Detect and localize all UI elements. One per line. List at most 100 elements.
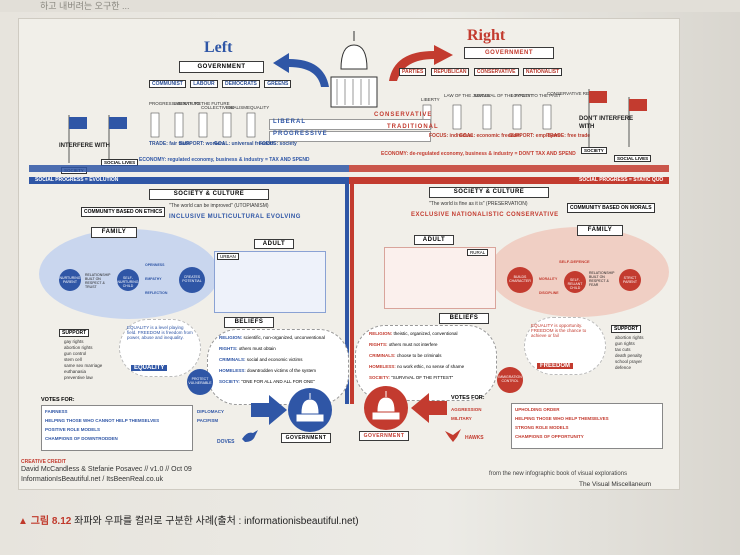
left-government-box: GOVERNMENT	[179, 61, 264, 73]
left-value-3: COLLECTIVISM	[201, 105, 235, 110]
left-value-1: PROGRESSIVE NATURE	[149, 101, 202, 106]
left-tag-greens: GREENS	[264, 80, 292, 88]
right-family-box: FAMILY	[577, 225, 623, 236]
left-social-progress: SOCIAL PROGRESS = EVOLUTION	[35, 177, 119, 183]
right-rural-tag: RURAL	[467, 249, 489, 256]
left-protect-vulnerable: PROTECT VULNERABLE	[188, 377, 212, 385]
right-adult-box: ADULT	[414, 235, 454, 245]
right-arrow-left-icon	[411, 393, 447, 423]
right-belief-row-4: HOMELESS: no work ethic, no sense of sha…	[369, 364, 465, 369]
right-government-box: GOVERNMENT	[464, 47, 554, 59]
left-goal: GOAL: universal freedom	[214, 141, 275, 147]
left-title: Left	[204, 39, 233, 56]
left-doves-label: DOVES	[217, 439, 235, 445]
right-immigration-control: IMMIGRATION CONTROL	[498, 375, 522, 383]
right-pillars	[422, 104, 552, 130]
left-tag-labour: LABOUR	[190, 80, 218, 88]
right-trade: TRADE: free trade	[547, 133, 591, 139]
right-dont-interfere-label: DON'T INTERFERE WITH	[579, 116, 634, 130]
left-society-traits: INCLUSIVE MULTICULTURAL EVOLVING	[169, 214, 301, 220]
credit-from: from the new infographic book of visual …	[489, 471, 628, 477]
right-flags-icon	[588, 89, 647, 147]
hawk-icon	[445, 429, 461, 442]
right-goal: GOAL: economic freedom	[459, 133, 521, 139]
right-tag-nationalist: NATIONALIST	[522, 68, 563, 76]
right-value-4: LOYALTY TO THE PAST	[511, 93, 561, 98]
left-trade: TRADE: fair trade	[149, 141, 191, 147]
left-pillars	[150, 112, 256, 138]
right-social-progress: SOCIAL PROGRESS = STATIC QUO	[579, 177, 664, 183]
left-quote: "The world can be improved" (UTOPIANISM)	[169, 203, 269, 209]
left-family-box: FAMILY	[91, 227, 137, 238]
left-arrow-right-icon	[251, 395, 287, 425]
left-beliefs-cloud	[207, 329, 349, 405]
top-strip-text: 하고 내버려는 오구한 ...	[0, 0, 740, 12]
credit-authors: David McCandless & Stefanie Posavec // v…	[21, 466, 192, 473]
right-strict-parent: STRICT PARENT	[623, 276, 637, 284]
right-adult-panel	[384, 247, 496, 309]
right-quote: "The world is fine as it is" (PRESERVATI…	[429, 201, 528, 207]
credit-sites: InformationIsBeautiful.net / ItsBeenReal…	[21, 476, 164, 483]
right-value-2: LAW OF THE JUNGLE	[444, 93, 491, 98]
right-support-title: SUPPORT	[611, 325, 642, 333]
right-hawks-label: HAWKS	[465, 435, 484, 441]
left-focus: FOCUS: society	[259, 141, 297, 147]
right-self-defence: SELF-DEFENCE	[559, 259, 590, 264]
left-votes-for: VOTES FOR:	[41, 397, 75, 403]
caption-marker: ▲	[18, 516, 28, 527]
infographic-poster: Left Right GOVERNMENT GOVERNMENT COMMUNI…	[18, 18, 680, 490]
right-tag-parties: PARTIES	[399, 68, 427, 76]
left-value-5: EQUALITY	[247, 105, 270, 110]
right-equality-text: EQUALITY is opportunity. FREEDOM is the …	[531, 323, 587, 338]
left-economy: ECONOMY: regulated economy, business & i…	[139, 157, 310, 163]
left-interfere-label: INTERFERE WITH	[59, 143, 110, 149]
left-belief-row-4: HOMELESS: downtrodden victims of the sys…	[219, 368, 317, 373]
caption-figure-number: 그림 8.12	[30, 516, 72, 527]
right-relationship: RELATIONSHIP BUILT ON RESPECT & FEAR	[589, 271, 615, 287]
right-freedom-tag: FREEDOM	[537, 363, 573, 369]
credit-book: The Visual Miscellaneum	[579, 481, 652, 488]
right-title: Right	[467, 27, 506, 44]
right-value-5: CONSERVATIVE REFORM	[547, 91, 603, 96]
right-belief-row-3: CRIMINALS: choose to be criminals	[369, 353, 442, 358]
left-belief-row-1: RELIGION: scientific, non-organized, unc…	[219, 335, 325, 340]
left-capitol-icon	[288, 388, 332, 432]
left-progressive-label: PROGRESSIVE	[273, 131, 328, 137]
right-value-3: SURVIVAL OF THE FITTEST	[474, 93, 533, 98]
left-support: SUPPORT: workers	[179, 141, 225, 147]
left-belief-row-3: CRIMINALS: social and economic victims	[219, 357, 303, 362]
left-arrow	[273, 53, 329, 87]
left-adult-panel	[214, 251, 326, 313]
left-tag-communist: COMMUNIST	[149, 80, 186, 88]
credit-label: CREATIVE CREDIT	[21, 459, 66, 465]
right-community-tag: COMMUNITY BASED ON MORALS	[567, 203, 655, 213]
right-value-1: LIBERTY	[421, 97, 440, 102]
left-relationship: RELATIONSHIP BUILT ON RESPECT & TRUST	[85, 273, 111, 289]
right-votes-for: VOTES FOR:	[451, 395, 485, 401]
right-society-tag: SOCIETY	[581, 147, 607, 154]
dove-icon	[242, 430, 258, 442]
left-creates-potential: CREATES POTENTIAL	[182, 275, 202, 283]
right-society-culture-box: SOCIETY & CULTURE	[429, 187, 549, 198]
left-belief-row-5: SOCIETY: "ONE FOR ALL AND ALL FOR ONE"	[219, 379, 315, 384]
left-community-tag: COMMUNITY BASED ON ETHICS	[81, 207, 166, 217]
right-social-lives-tag: SOCIAL LIVES	[614, 155, 652, 162]
left-belief-row-2: RIGHTS: others must obtain	[219, 346, 276, 351]
left-value-2: LIBERTY TO THE FUTURE	[174, 101, 230, 106]
right-self-reliant-child: SELF-RELIANT CHILD	[567, 278, 583, 290]
right-support: SUPPORT: employers	[509, 133, 561, 139]
left-reflection: REFLECTION	[145, 291, 168, 295]
right-morality: MORALITY	[539, 277, 558, 281]
right-conservative-label: CONSERVATIVE	[374, 112, 433, 118]
right-focus: FOCUS: individual	[429, 133, 473, 139]
right-builds-character: BUILDS CHARACTER	[509, 275, 531, 283]
left-equality-tag: EQUALITY	[131, 365, 168, 371]
left-government-bottom-box: GOVERNMENT	[281, 433, 331, 443]
right-traditional-label: TRADITIONAL	[387, 124, 439, 130]
left-adult-box: ADULT	[254, 239, 294, 249]
left-beliefs-box: BELIEFS	[224, 317, 274, 328]
